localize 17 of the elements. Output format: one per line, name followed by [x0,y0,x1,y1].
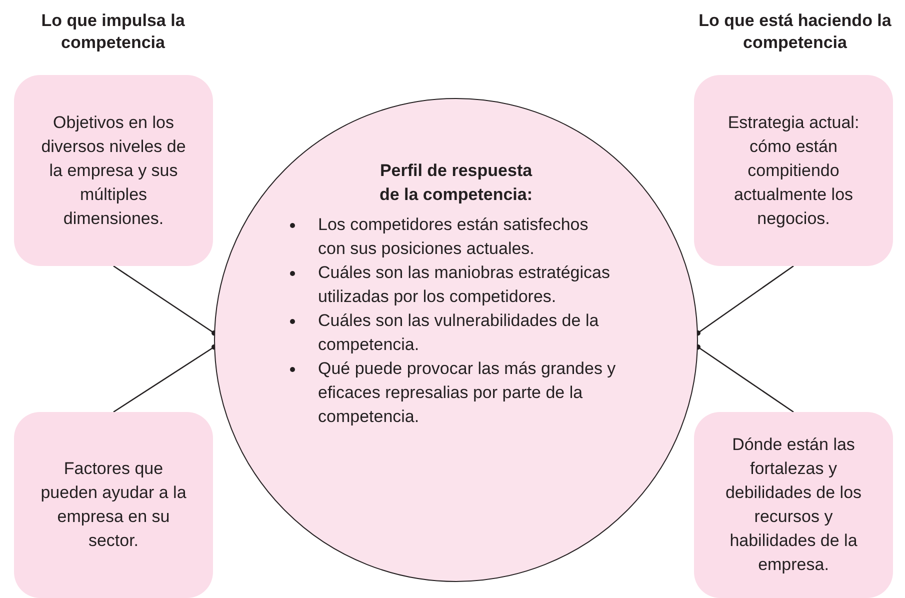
bullet-text: Qué puede provocar las más grandes y eficaces represalias por parte de la competencia. [318,359,616,426]
connector-line [113,265,217,336]
circle-heading: Perfil de respuesta de la competencia: [378,160,534,206]
connector-line [113,344,217,413]
bullet-text: Cuáles son las maniobras estratégicas utilizadas por los competidores. [318,263,610,306]
connector-line [695,265,794,336]
connector-line [695,344,794,413]
box-text: Factores que pueden ayudar a la empresa en su sector. [40,458,188,552]
bullet-text: Los competidores están satisfechos con sus posiciones actuales. [318,215,588,258]
box-text: Dónde están las fortalezas y debilidades de los recursos y habilidades de la empresa. [724,434,863,576]
info-box [694,412,893,598]
column-heading: Lo que impulsa la competencia [40,10,186,54]
box-text: Objetivos en los diversos niveles de la empresa y sus múltiples dimensiones. [40,112,187,230]
bullet-text: Cuáles son las vulnerabilidades de la competencia. [318,311,599,354]
info-box [14,412,213,598]
column-heading: Lo que está haciendo la competencia [698,10,892,54]
box-text: Estrategia actual: cómo están compitiendo actualmente los negocios. [726,112,860,230]
